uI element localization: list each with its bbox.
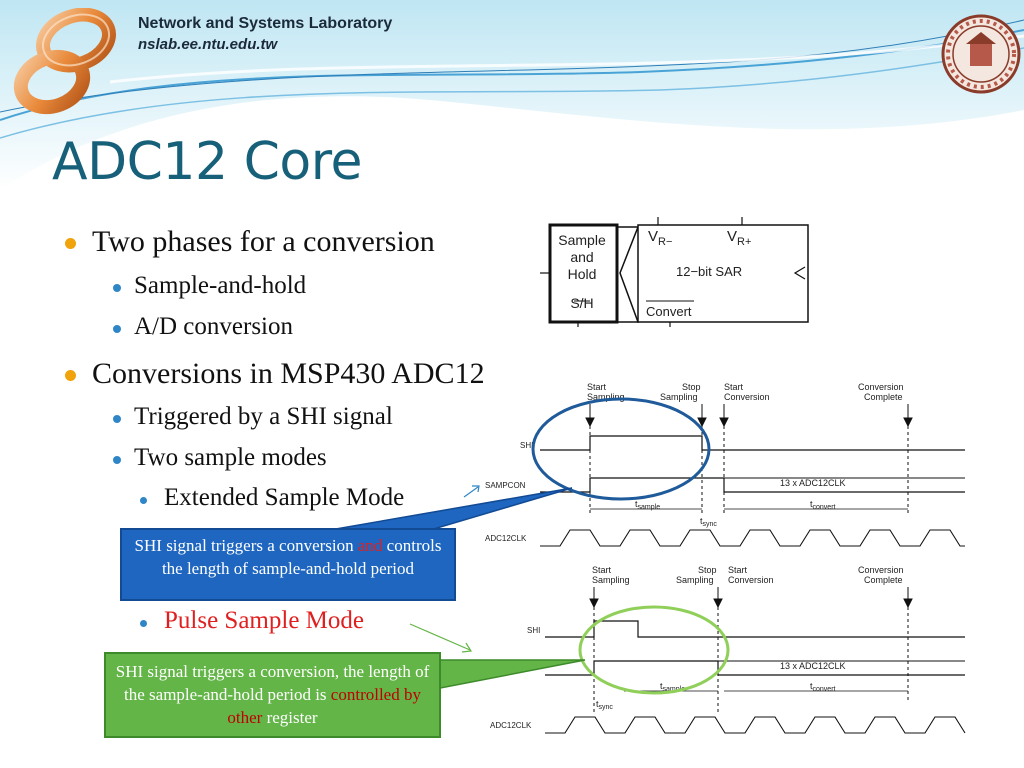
slide-title: ADC12 Core — [52, 132, 362, 192]
sar-label: 12−bit SAR — [676, 264, 743, 279]
sh-line1: Sample — [558, 232, 606, 248]
td2-sig-clk: ADC12CLK — [490, 721, 532, 730]
td2-tconvert: tconvert — [810, 681, 836, 693]
bullet-level3: Extended Sample Mode — [164, 484, 405, 511]
td1-tconvert: tconvert — [810, 499, 836, 511]
td2-tsample: tsample — [660, 681, 685, 693]
td1-start-sampling-2: Sampling — [587, 392, 625, 402]
td2-tsync: tsync — [596, 699, 613, 711]
td1-highlight-ellipse — [531, 397, 711, 501]
td2-start-conversion-1: Start — [728, 565, 748, 575]
sh-line2: and — [570, 249, 594, 265]
vr-plus-label: VR+ — [727, 228, 752, 248]
bullet-level1: Two phases for a conversion — [92, 225, 435, 258]
td2-stop-sampling-1: Stop — [698, 565, 717, 575]
td1-start-conversion-1: Start — [724, 382, 744, 392]
td1-clk-count: 13 x ADC12CLK — [780, 478, 846, 488]
sh-line3: Hold — [567, 266, 597, 282]
bullet-level2: Sample-and-hold — [134, 272, 307, 299]
td1-tsync: tsync — [700, 516, 717, 528]
lab-name: Network and Systems Laboratory — [138, 15, 393, 32]
timing-diagram-extended: Start Sampling Stop Sampling Start Conve… — [485, 382, 965, 547]
bullet-dot — [113, 325, 121, 333]
bullet-dot — [65, 238, 76, 249]
callout-pulse-text: SHI signal triggers a conversion, the le… — [115, 662, 430, 704]
td2-conv-complete-1: Conversion — [858, 565, 904, 575]
bullet-level2: Two sample modes — [134, 444, 327, 471]
sample-hold-label: Sample and Hold S/H — [551, 232, 613, 312]
bullet-dot — [65, 370, 76, 381]
convert-label: Convert — [646, 304, 692, 319]
callout-pulse-highlight: controlled by other — [227, 685, 421, 727]
callout-extended-text: SHI signal triggers a conversion — [134, 536, 358, 555]
callout-extended-highlight: and — [357, 536, 383, 555]
header-background — [0, 0, 1024, 190]
lab-url: nslab.ee.ntu.edu.tw — [138, 36, 278, 53]
td1-sig-clk: ADC12CLK — [485, 534, 527, 543]
td2-highlight-ellipse — [578, 605, 730, 695]
td1-start-conversion-2: Conversion — [724, 392, 770, 402]
td1-stop-sampling-2: Sampling — [660, 392, 698, 402]
bullet-dot — [140, 497, 147, 504]
callout-extended-rest: controls the length of sample-and-hold p… — [161, 536, 442, 578]
adc-block-diagram — [540, 217, 809, 327]
bullet-level1: Conversions in MSP430 ADC12 — [92, 357, 485, 390]
lab-logo-icon — [13, 8, 116, 115]
td2-start-conversion-2: Conversion — [728, 575, 774, 585]
td2-conv-complete-2: Complete — [864, 575, 903, 585]
td2-start-sampling-2: Sampling — [592, 575, 630, 585]
bullet-dot — [113, 456, 121, 464]
bullet-level2: Triggered by a SHI signal — [134, 403, 393, 430]
callout-extended-mode: SHI signal triggers a conversion and con… — [120, 528, 456, 601]
td2-clk-count: 13 x ADC12CLK — [780, 661, 846, 671]
td2-start-sampling-1: Start — [592, 565, 612, 575]
td2-stop-sampling-2: Sampling — [676, 575, 714, 585]
bullet-dot — [113, 284, 121, 292]
bullet-dot — [113, 415, 121, 423]
td1-start-sampling-1: Start — [587, 382, 607, 392]
td1-conv-complete-2: Complete — [864, 392, 903, 402]
td1-tsample: tsample — [635, 499, 660, 511]
callout-pulse-post: register — [262, 708, 318, 727]
university-seal-icon — [941, 14, 1021, 94]
callout-pulse-mode: SHI signal triggers a conversion, the le… — [104, 652, 441, 738]
bullet-level2: A/D conversion — [134, 313, 293, 340]
td2-sig-shi: SHI — [527, 626, 540, 635]
sh-line4: S/H — [570, 295, 594, 311]
td1-stop-sampling-1: Stop — [682, 382, 701, 392]
td1-sig-shi: SHI — [520, 441, 533, 450]
td1-sig-sampcon: SAMPCON — [485, 481, 526, 490]
td1-conv-complete-1: Conversion — [858, 382, 904, 392]
timing-diagram-pulse: Start Sampling Stop Sampling Start Conve… — [490, 565, 966, 734]
bullet-dot — [140, 620, 147, 627]
bullet-level3-highlight: Pulse Sample Mode — [164, 607, 364, 634]
vr-minus-label: VR− — [648, 228, 673, 248]
